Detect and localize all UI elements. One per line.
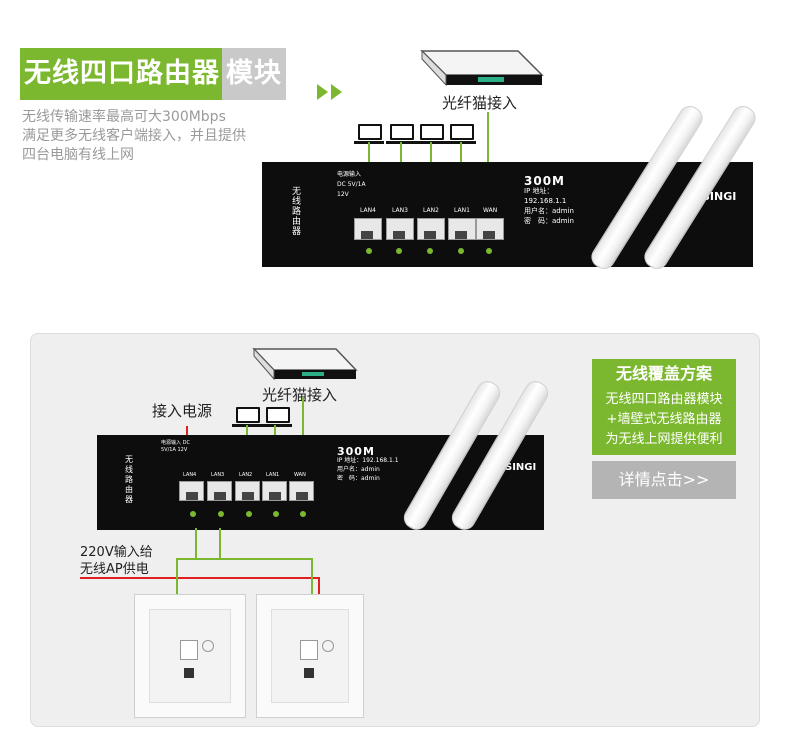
description-line: 满足更多无线客户端接入，并且提供 — [22, 128, 246, 144]
double-arrow-icon — [317, 82, 347, 106]
port-label: LAN4 — [183, 472, 197, 478]
lan-cable — [195, 528, 197, 558]
laptop-icon — [354, 124, 384, 144]
power-line — [318, 577, 320, 597]
status-led — [273, 511, 279, 517]
port-label: LAN3 — [211, 472, 225, 478]
lan-cable — [176, 558, 178, 594]
router-ip: IP 地址：192.168.1.1 — [524, 187, 567, 205]
port-lan4[interactable] — [179, 481, 204, 501]
router-pass: 密 码：admin — [524, 217, 574, 225]
wall-ap-device — [134, 594, 246, 718]
laptop-icon — [262, 407, 292, 427]
port-label: LAN3 — [392, 207, 408, 214]
port-label: WAN — [483, 207, 498, 214]
wall-ap-faceplate — [271, 609, 349, 703]
power-label: 电源输入 DC 5V/1A 12V — [161, 440, 190, 453]
laptop-icon — [446, 124, 476, 144]
details-button[interactable]: 详情点击>> — [592, 461, 736, 499]
ap-power-line: 无线AP供电 — [80, 562, 149, 577]
status-led — [427, 248, 433, 254]
status-led — [396, 248, 402, 254]
rj45-port-icon — [300, 640, 318, 660]
ap-power-label: 220V输入给 无线AP供电 — [80, 544, 153, 578]
router-pass: 密 码：admin — [337, 475, 380, 482]
status-led — [458, 248, 464, 254]
router-info: 300M IP 地址：192.168.1.1 用户名：admin 密 码：adm… — [337, 445, 403, 483]
router-name: 无线路由器 — [125, 455, 133, 504]
port-lan2[interactable] — [235, 481, 260, 501]
usb-port-icon — [304, 668, 314, 678]
promo-line: +墙壁式无线路由器 — [606, 412, 722, 427]
section-title: 无线四口路由器 模块 — [20, 48, 286, 100]
port-lan4[interactable] — [354, 218, 382, 240]
port-wan[interactable] — [476, 218, 504, 240]
fiber-modem-icon — [250, 344, 360, 390]
router-info: 300M IP 地址：192.168.1.1 用户名：admin 密 码：adm… — [524, 174, 594, 226]
port-lan3[interactable] — [386, 218, 414, 240]
wall-ap-device — [256, 594, 364, 718]
port-label: LAN2 — [239, 472, 253, 478]
lan-cable — [176, 558, 313, 560]
title-main: 无线四口路由器 — [20, 48, 222, 100]
status-led — [366, 248, 372, 254]
router-speed: 300M — [337, 445, 375, 458]
power-line — [80, 577, 320, 579]
status-led — [486, 248, 492, 254]
port-wan[interactable] — [289, 481, 314, 501]
rj45-port-icon — [180, 640, 198, 660]
laptop-icon — [232, 407, 262, 427]
status-led — [218, 511, 224, 517]
port-label: LAN1 — [266, 472, 280, 478]
feature-description: 无线传输速率最高可大300Mbps 满足更多无线客户端接入，并且提供 四台电脑有… — [22, 108, 322, 165]
port-lan2[interactable] — [417, 218, 445, 240]
lan-cable — [219, 528, 221, 558]
status-led — [190, 511, 196, 517]
promo-heading: 无线覆盖方案 — [592, 359, 736, 389]
brand-logo: SINGI — [702, 190, 737, 203]
description-line: 无线传输速率最高可大300Mbps — [22, 109, 226, 125]
promo-line: 为无线上网提供便利 — [605, 432, 723, 447]
router-ip: IP 地址：192.168.1.1 — [337, 457, 399, 464]
status-led — [300, 511, 306, 517]
port-lan1[interactable] — [448, 218, 476, 240]
promo-body: 无线四口路由器模块 +墙壁式无线路由器 为无线上网提供便利 — [592, 389, 736, 455]
router-speed: 300M — [524, 174, 565, 188]
port-label: LAN1 — [454, 207, 470, 214]
fiber-modem-icon — [418, 45, 546, 97]
wall-ap-faceplate — [149, 609, 231, 703]
fiber-modem-label: 光纤猫接入 — [262, 386, 338, 404]
status-led — [246, 511, 252, 517]
laptop-icon — [416, 124, 446, 144]
button-icon — [322, 640, 334, 652]
brand-logo: SINGI — [505, 462, 537, 473]
usb-port-icon — [184, 668, 194, 678]
fiber-modem-label: 光纤猫接入 — [442, 94, 518, 112]
laptop-icon — [386, 124, 416, 144]
power-label: 电源输入 DC 5V/1A 12V — [337, 171, 366, 198]
router-name: 无线路由器 — [292, 187, 302, 237]
description-line: 四台电脑有线上网 — [22, 147, 134, 163]
ap-power-line: 220V输入给 — [80, 545, 153, 560]
button-icon — [202, 640, 214, 652]
title-suffix: 模块 — [222, 48, 286, 100]
lan-cable — [311, 558, 313, 594]
power-input-label: 接入电源 — [152, 402, 213, 420]
promo-line: 无线四口路由器模块 — [605, 392, 723, 407]
port-label: WAN — [294, 472, 306, 478]
router-user: 用户名：admin — [337, 466, 380, 473]
port-label: LAN2 — [423, 207, 439, 214]
port-lan3[interactable] — [207, 481, 232, 501]
port-label: LAN4 — [360, 207, 376, 214]
port-lan1[interactable] — [262, 481, 287, 501]
router-user: 用户名：admin — [524, 207, 574, 215]
